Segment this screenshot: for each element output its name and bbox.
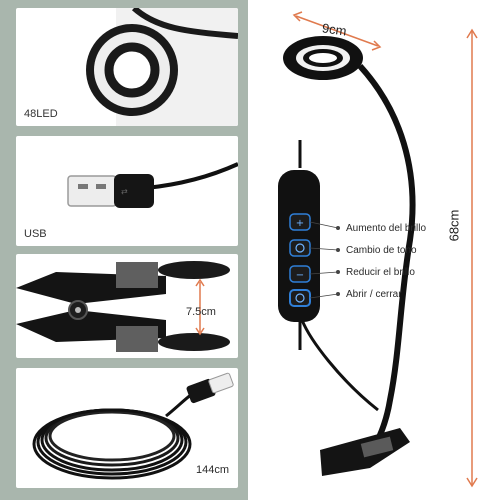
power-icon [295,293,305,303]
panel-usb: ⇄ USB [16,136,238,246]
control-label-brightness-up: Aumento del brillo [346,223,427,234]
plus-icon: + [296,218,304,229]
svg-text:⇄: ⇄ [121,187,128,196]
panel-clip: 7.5cm [16,254,238,358]
panel-led-ring: 48LED [16,8,238,126]
usb-label: USB [24,228,47,240]
usb-housing [114,174,154,208]
coiled-cable-image [32,372,234,480]
power-button[interactable] [289,289,311,307]
minus-icon: − [296,270,304,281]
led-ring-image [86,8,238,126]
control-label-power: Abrir / cerrar [346,289,402,300]
clip-image [16,261,230,352]
head-diameter-arrow [295,15,379,47]
tone-icon [295,243,305,253]
gooseneck-arm [357,63,416,457]
led-count-label: 48LED [24,108,58,120]
control-label-brightness-down: Reducir el brillo [346,267,415,278]
control-label-tone: Cambio de tono [346,245,417,256]
height-label: 68cm [446,209,462,242]
clip-measure-label: 7.5cm [186,306,216,318]
usb-connector [67,175,117,207]
head-diameter-label: 9cm [321,20,348,39]
cable-length-label: 144cm [196,464,230,476]
panel-cable: 144cm [16,368,238,488]
tone-change-button[interactable] [289,239,311,257]
usb-plug-image: ⇄ [67,162,238,208]
desk-lamp-illustration: + − [278,11,478,488]
